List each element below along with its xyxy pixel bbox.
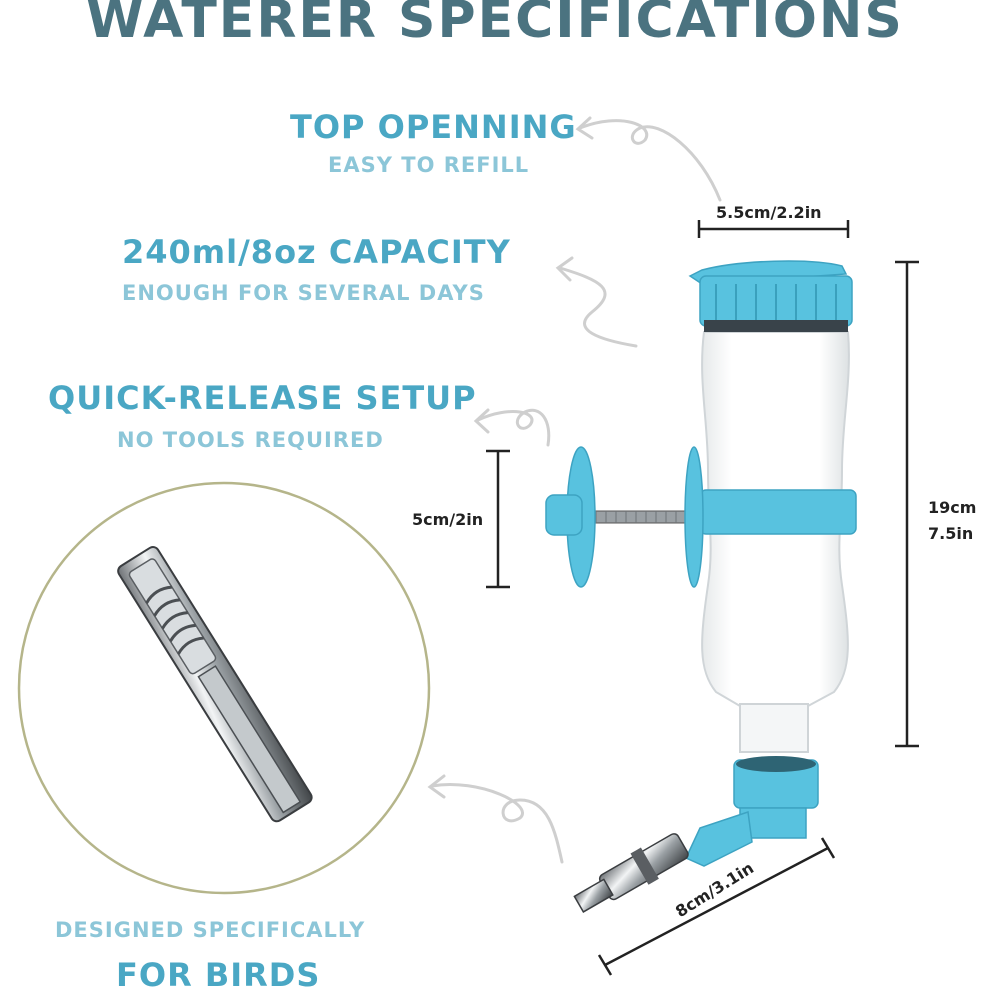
nozzle-closeup [117,546,313,823]
quick-release-heading: QUICK-RELEASE SETUP [48,379,477,417]
top-opening-heading: TOP OPENNING [290,108,577,146]
mount-plate-inner [684,446,704,588]
mount-depth-label: 5cm/2in [412,510,484,529]
mount-screw [585,510,701,524]
height-dimension [895,260,919,748]
height-in-label: 7.5in [928,524,974,543]
capacity-heading: 240ml/8oz CAPACITY [122,233,511,271]
mount-strap [699,489,857,535]
birds-line2: FOR BIRDS [116,956,321,994]
top-opening-sub: EASY TO REFILL [328,153,530,177]
mount-depth-dimension [486,449,510,589]
capacity-sub: ENOUGH FOR SEVERAL DAYS [122,281,485,305]
arrow-top-opening [575,116,722,202]
arrow-capacity [555,256,638,348]
top-width-dimension [697,220,850,238]
height-cm-label: 19cm [928,498,977,517]
metal-spout [573,833,689,913]
bottom-cap [684,756,819,867]
mount-knob [545,494,583,536]
arrow-quick-release [473,408,551,447]
spout-length-dimension [597,837,836,976]
birds-line1: DESIGNED SPECIFICALLY [55,918,366,942]
top-cap [688,260,853,332]
bottle-neck [739,703,809,753]
arrow-birds [427,774,564,864]
page-title: WATERER SPECIFICATIONS [86,0,904,50]
quick-release-sub: NO TOOLS REQUIRED [117,428,384,452]
top-width-label: 5.5cm/2.2in [716,203,822,222]
